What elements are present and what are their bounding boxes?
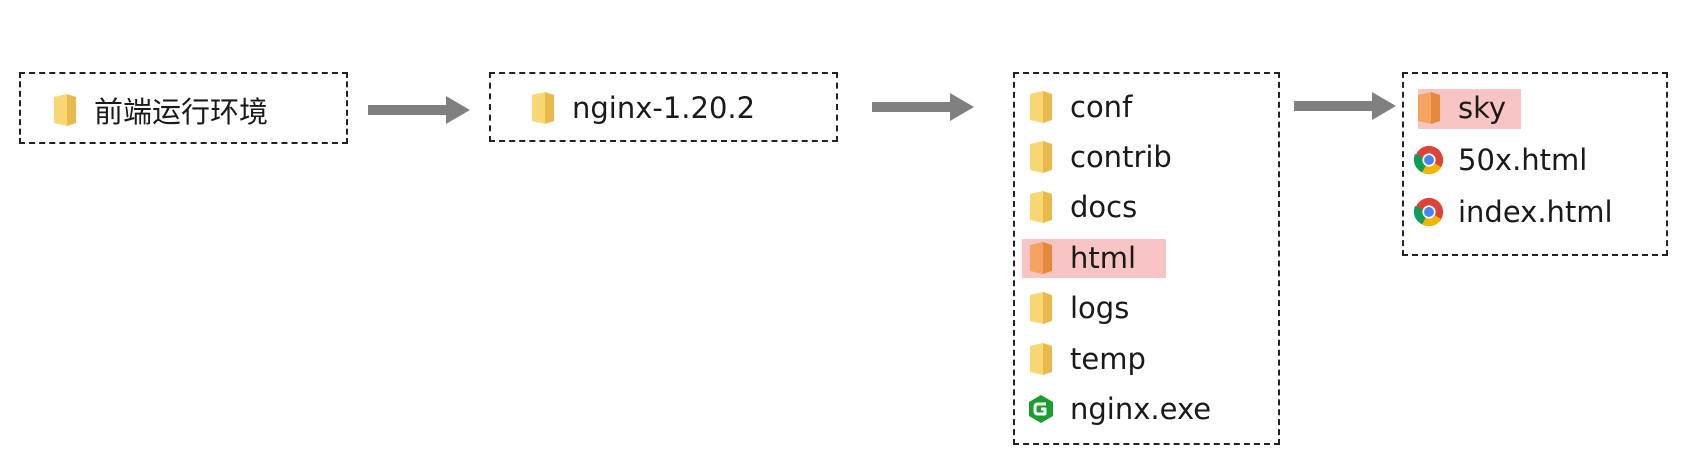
folder-icon bbox=[1026, 140, 1056, 174]
item-label: index.html bbox=[1458, 195, 1613, 229]
folder-box-nginx bbox=[489, 72, 838, 142]
chrome-icon bbox=[1414, 143, 1444, 177]
list-item[interactable]: index.html bbox=[1414, 192, 1613, 232]
item-label: nginx.exe bbox=[1070, 392, 1212, 426]
list-item[interactable]: logs bbox=[1026, 288, 1129, 328]
chrome-icon bbox=[1414, 195, 1444, 229]
item-label: nginx-1.20.2 bbox=[572, 91, 756, 125]
item-label: 前端运行环境 bbox=[94, 95, 269, 129]
folder-icon bbox=[1026, 291, 1056, 325]
item-label: contrib bbox=[1070, 140, 1172, 174]
item-label: 50x.html bbox=[1458, 143, 1588, 177]
folder-icon bbox=[1026, 241, 1056, 275]
list-item[interactable]: temp bbox=[1026, 339, 1146, 379]
folder-box-html-contents bbox=[1402, 72, 1668, 256]
list-item[interactable]: html bbox=[1026, 238, 1136, 278]
folder-icon bbox=[50, 93, 80, 127]
item-label: conf bbox=[1070, 90, 1133, 124]
list-item[interactable]: contrib bbox=[1026, 137, 1172, 177]
item-label: html bbox=[1070, 241, 1137, 275]
nginx-icon bbox=[1026, 392, 1056, 426]
folder-icon bbox=[1026, 190, 1056, 224]
folder-box-nginx-contents bbox=[1013, 72, 1280, 445]
item-label: docs bbox=[1070, 190, 1138, 224]
item-label: sky bbox=[1458, 91, 1507, 125]
list-item[interactable]: sky bbox=[1414, 88, 1506, 128]
list-item[interactable]: nginx-1.20.2 bbox=[528, 88, 755, 128]
folder-icon bbox=[1026, 90, 1056, 124]
list-item[interactable]: nginx.exe bbox=[1026, 389, 1211, 429]
folder-box-root bbox=[19, 72, 348, 144]
arrow-contents-to-html bbox=[1294, 92, 1396, 120]
list-item[interactable]: conf bbox=[1026, 87, 1132, 127]
list-item[interactable]: 前端运行环境 bbox=[50, 90, 268, 130]
list-item[interactable]: docs bbox=[1026, 187, 1137, 227]
folder-icon bbox=[1414, 91, 1444, 125]
arrow-root-to-nginx bbox=[368, 96, 470, 124]
item-label: logs bbox=[1070, 291, 1130, 325]
folder-icon bbox=[528, 91, 558, 125]
item-label: temp bbox=[1070, 342, 1146, 376]
list-item[interactable]: 50x.html bbox=[1414, 140, 1587, 180]
folder-icon bbox=[1026, 342, 1056, 376]
arrow-nginx-to-contents bbox=[872, 93, 974, 121]
